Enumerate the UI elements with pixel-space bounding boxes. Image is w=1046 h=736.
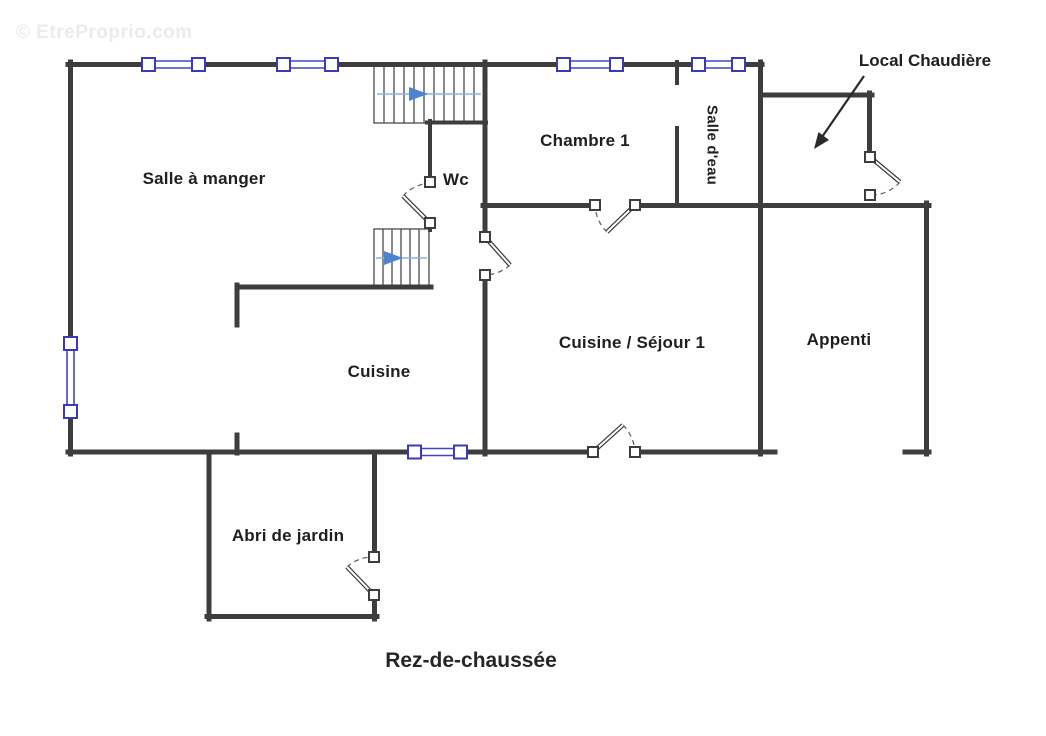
staircase-main-direction-arrow-icon: [377, 87, 481, 101]
door-icon: [587, 423, 641, 458]
room-label-cuisine-sejour-1: Cuisine / Séjour 1: [558, 333, 706, 352]
window-icon: [407, 444, 468, 460]
door-icon: [479, 231, 512, 281]
window-icon: [141, 57, 206, 72]
door-icon: [589, 199, 641, 234]
staircase-lower-direction-arrow-icon: [376, 251, 427, 265]
window-icon: [691, 57, 746, 72]
room-label-cuisine: Cuisine: [347, 362, 411, 381]
site-watermark: © EtreProprio.com: [16, 22, 193, 43]
window-icon: [276, 57, 339, 72]
annotation-label-local-chaudiere: Local Chaudière: [858, 51, 992, 70]
window-icon: [63, 336, 78, 419]
door-icon: [345, 551, 380, 601]
room-label-chambre-1: Chambre 1: [540, 131, 630, 150]
door-icon: [864, 151, 902, 201]
room-label-appenti: Appenti: [806, 330, 872, 349]
interior-walls: [234, 59, 763, 457]
floor-caption: Rez-de-chaussée: [385, 649, 557, 672]
room-label-salle-a-manger: Salle à manger: [142, 169, 266, 188]
door-icon: [401, 176, 436, 229]
window-icon: [556, 57, 624, 72]
windows: [63, 57, 746, 460]
room-label-salle-deau: Salle d'eau: [703, 105, 721, 185]
doors: [345, 151, 902, 601]
exterior-walls: [65, 59, 932, 622]
room-label-wc: Wc: [443, 170, 469, 189]
local-chaudiere-arrow-icon: [814, 75, 865, 149]
room-label-abri-de-jardin: Abri de jardin: [231, 526, 345, 545]
